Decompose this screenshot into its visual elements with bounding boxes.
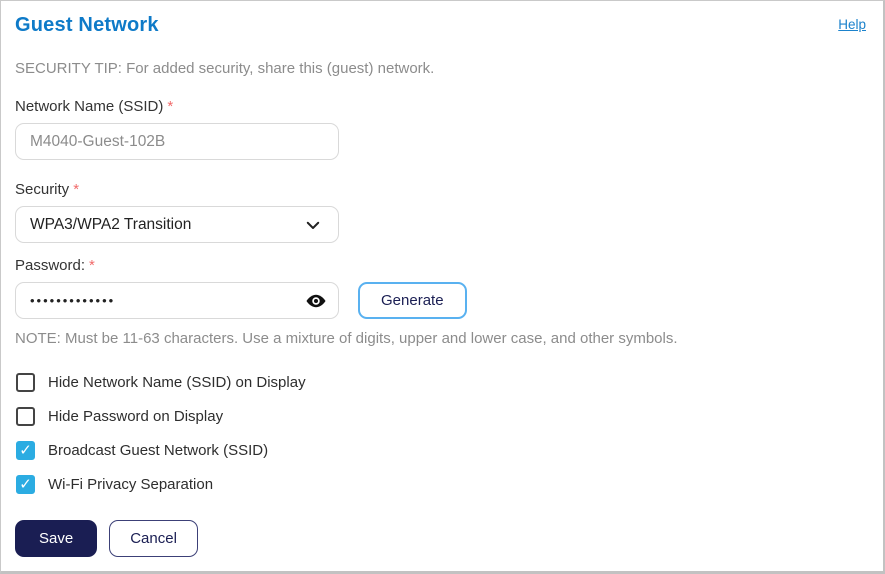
password-label: Password:*	[15, 257, 869, 274]
ssid-label-text: Network Name (SSID)	[15, 98, 164, 115]
checkbox-hide-password[interactable]: Hide Password on Display	[16, 407, 869, 426]
checkbox-hide-ssid[interactable]: Hide Network Name (SSID) on Display	[16, 373, 869, 392]
password-row: Generate	[15, 282, 869, 319]
password-field-wrap	[15, 282, 339, 319]
security-label-text: Security	[15, 181, 70, 198]
ssid-label: Network Name (SSID)*	[15, 98, 869, 115]
help-link[interactable]: Help	[838, 17, 866, 32]
checkbox-icon[interactable]	[16, 475, 35, 494]
save-button[interactable]: Save	[15, 520, 98, 557]
required-asterisk: *	[73, 181, 80, 198]
password-input[interactable]	[15, 282, 339, 319]
cancel-button[interactable]: Cancel	[109, 520, 198, 557]
checkbox-label: Hide Password on Display	[48, 408, 224, 425]
checkbox-icon[interactable]	[16, 373, 35, 392]
required-asterisk: *	[167, 98, 174, 115]
checkbox-label: Broadcast Guest Network (SSID)	[48, 442, 269, 459]
checkbox-icon[interactable]	[16, 407, 35, 426]
form-actions: Save Cancel	[15, 520, 198, 557]
password-note-text: NOTE: Must be 11-63 characters. Use a mi…	[15, 330, 678, 347]
checkbox-label: Hide Network Name (SSID) on Display	[48, 374, 306, 391]
security-tip-text: SECURITY TIP: For added security, share …	[15, 60, 435, 77]
security-label: Security*	[15, 181, 869, 198]
checkbox-wifi-privacy[interactable]: Wi-Fi Privacy Separation	[16, 475, 869, 494]
security-select[interactable]: WPA3/WPA2 Transition	[15, 206, 339, 243]
ssid-input[interactable]	[15, 123, 339, 160]
header: Guest Network Help	[15, 14, 869, 37]
checkbox-label: Wi-Fi Privacy Separation	[48, 476, 214, 493]
chevron-down-icon	[304, 216, 322, 234]
security-selected-value: WPA3/WPA2 Transition	[30, 215, 192, 233]
show-password-eye-icon[interactable]	[305, 290, 327, 312]
checkbox-icon[interactable]	[16, 441, 35, 460]
page-title: Guest Network	[15, 14, 159, 36]
generate-password-button[interactable]: Generate	[358, 282, 467, 319]
password-label-text: Password:	[15, 257, 86, 274]
required-asterisk: *	[89, 257, 95, 274]
checkbox-list: Hide Network Name (SSID) on Display Hide…	[16, 373, 869, 494]
checkbox-broadcast-ssid[interactable]: Broadcast Guest Network (SSID)	[16, 441, 869, 460]
